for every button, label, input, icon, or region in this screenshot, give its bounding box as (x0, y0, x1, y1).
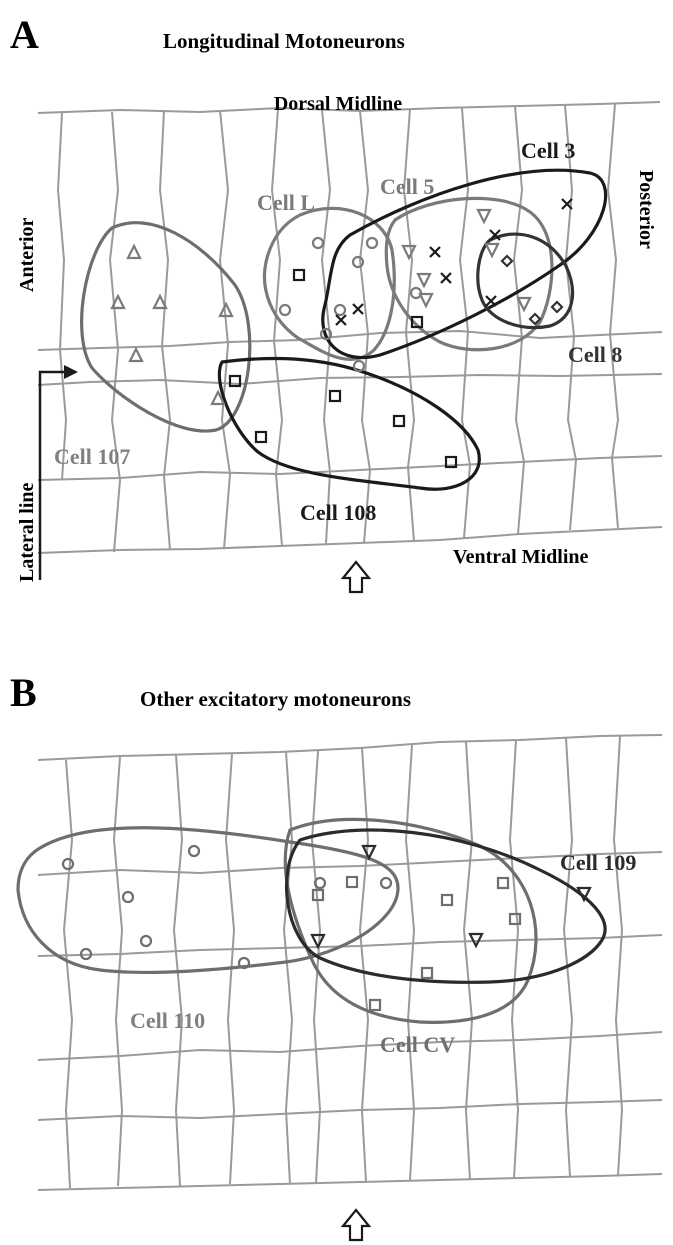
marker-circle (367, 238, 377, 248)
panel-b-title: Other excitatory motoneurons (140, 687, 411, 711)
anterior-label: Anterior (16, 217, 38, 292)
marker-triangle-down (578, 888, 590, 900)
marker-circle (141, 936, 151, 946)
cell-109-outline (287, 830, 605, 982)
marker-triangle-down (403, 246, 415, 258)
marker-square (422, 968, 432, 978)
up-arrow-icon (343, 562, 369, 592)
marker-triangle-down (312, 935, 324, 947)
marker-circle (189, 846, 199, 856)
cell-5-label: Cell 5 (380, 174, 434, 199)
marker-square (256, 432, 266, 442)
segment-grid-b (38, 735, 662, 1190)
marker-square (498, 878, 508, 888)
marker-circle (353, 257, 363, 267)
cell-108-label: Cell 108 (300, 500, 376, 525)
marker-triangle-up (128, 246, 140, 258)
cell-8-label: Cell 8 (568, 342, 622, 367)
marker-triangle-down (478, 210, 490, 222)
marker-triangle-down (420, 294, 432, 306)
panel-a-letter: A (10, 12, 39, 57)
marker-circle (63, 859, 73, 869)
marker-circle (280, 305, 290, 315)
panel-a-title: Longitudinal Motoneurons (163, 29, 405, 53)
marker-square (294, 270, 304, 280)
marker-square (347, 877, 357, 887)
marker-cross (486, 296, 496, 306)
posterior-label: Posterior (635, 170, 657, 249)
marker-square (510, 914, 520, 924)
marker-triangle-down (418, 274, 430, 286)
cell-3-label: Cell 3 (521, 138, 575, 163)
marker-diamond (552, 302, 562, 312)
marker-square (370, 1000, 380, 1010)
marker-square (442, 895, 452, 905)
marker-circle (123, 892, 133, 902)
marker-cross (441, 273, 451, 283)
lateral-line-arrow (40, 365, 78, 580)
panel-a: A Longitudinal Motoneurons Dorsal Midlin… (10, 12, 662, 592)
cell-l-label: Cell L (257, 190, 315, 215)
cell-cv-label: Cell CV (380, 1032, 455, 1057)
cell-109-label: Cell 109 (560, 850, 636, 875)
ventral-midline-label: Ventral Midline (453, 546, 588, 568)
marker-cross (336, 315, 346, 325)
dorsal-midline-label: Dorsal Midline (274, 93, 402, 115)
marker-triangle-up (130, 349, 142, 361)
marker-triangle-up (154, 296, 166, 308)
cell-8-outline (478, 234, 573, 327)
marker-circle (335, 305, 345, 315)
marker-triangle-down (486, 244, 498, 256)
marker-square (394, 416, 404, 426)
marker-cross (430, 247, 440, 257)
marker-cross (353, 304, 363, 314)
marker-triangle-down (470, 934, 482, 946)
lateral-line-label: Lateral line (16, 482, 38, 582)
panel-b: B Other excitatory motoneurons (10, 670, 662, 1240)
marker-diamond (502, 256, 512, 266)
cell-110-label: Cell 110 (130, 1008, 205, 1033)
marker-circle (381, 878, 391, 888)
up-arrow-icon (343, 1210, 369, 1240)
marker-square (330, 391, 340, 401)
marker-circle (313, 238, 323, 248)
cell-107-label: Cell 107 (54, 444, 130, 469)
panel-b-letter: B (10, 670, 37, 715)
